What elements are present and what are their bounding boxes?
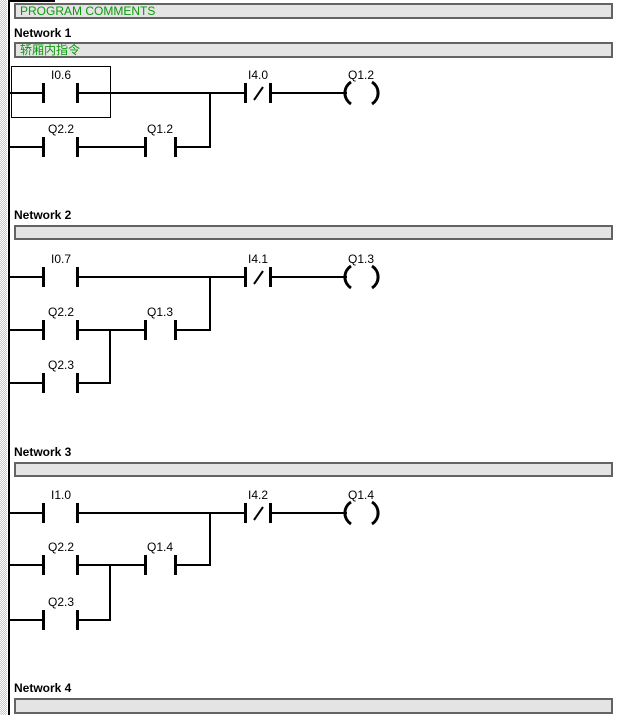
operand-label: Q1.3 [347, 252, 375, 266]
wire [272, 512, 347, 514]
network-3-ladder [9, 500, 380, 630]
no-contact-Q1.3[interactable] [144, 320, 177, 340]
no-contact-Q2.2[interactable] [42, 137, 79, 157]
wire [79, 92, 244, 94]
wire [79, 564, 144, 566]
network-4-title: Network 4 [14, 681, 72, 695]
wire [177, 564, 211, 566]
network-1-comment-text: 轿厢内指令 [20, 43, 81, 57]
nc-contact-I4.1[interactable] [244, 267, 272, 287]
wire [9, 619, 42, 621]
wire [9, 382, 42, 384]
coil-right-paren-icon [371, 500, 380, 526]
operand-label: I0.7 [50, 252, 72, 266]
operand-label: Q1.3 [146, 305, 174, 319]
operand-label: I4.0 [247, 68, 269, 82]
network-1-comment-bar[interactable]: 轿厢内指令 [14, 42, 613, 58]
operand-label: Q1.4 [347, 488, 375, 502]
no-contact-Q1.4[interactable] [144, 555, 177, 575]
network-1-title: Network 1 [14, 26, 72, 40]
wire [9, 329, 42, 331]
nc-slash-icon [253, 506, 264, 521]
scrolled-wire-stub [8, 0, 55, 2]
output-coil-Q1.2[interactable] [343, 80, 380, 106]
branch-junction-wire [109, 330, 111, 383]
operand-label: Q2.2 [47, 305, 75, 319]
no-contact-Q1.2[interactable] [144, 137, 177, 157]
operand-label: I4.2 [247, 488, 269, 502]
operand-label: Q1.4 [146, 540, 174, 554]
output-coil-Q1.4[interactable] [343, 500, 380, 526]
coil-right-paren-icon [371, 264, 380, 290]
branch-junction-wire [209, 513, 211, 565]
wire [9, 512, 42, 514]
page-margin-strip [0, 0, 7, 715]
operand-label: I1.0 [50, 488, 72, 502]
network-2-comment-bar[interactable] [14, 225, 613, 240]
operand-label: Q2.3 [47, 358, 75, 372]
nc-slash-icon [253, 270, 264, 285]
wire [79, 512, 244, 514]
operand-label: Q1.2 [347, 68, 375, 82]
program-comments-label: PROGRAM COMMENTS [20, 4, 156, 18]
no-contact-Q2.2[interactable] [42, 320, 79, 340]
wire [9, 146, 42, 148]
no-contact-I0.7[interactable] [42, 267, 79, 287]
branch-junction-wire [209, 93, 211, 147]
wire [9, 276, 42, 278]
wire [79, 146, 144, 148]
wire [177, 146, 211, 148]
no-contact-I0.6[interactable] [42, 83, 79, 103]
program-comments-bar[interactable]: PROGRAM COMMENTS [14, 3, 613, 19]
coil-left-paren-icon [343, 264, 352, 290]
operand-label: Q2.3 [47, 595, 75, 609]
network-2-ladder [9, 264, 380, 393]
network-2-title: Network 2 [14, 208, 72, 222]
network-3-comment-bar[interactable] [14, 462, 613, 477]
operand-label: Q2.2 [47, 122, 75, 136]
coil-right-paren-icon [371, 80, 380, 106]
no-contact-I1.0[interactable] [42, 503, 79, 523]
coil-left-paren-icon [343, 500, 352, 526]
wire [79, 329, 144, 331]
wire [79, 619, 111, 621]
no-contact-Q2.3[interactable] [42, 373, 79, 393]
nc-slash-icon [253, 86, 264, 101]
wire [272, 92, 347, 94]
operand-label: I4.1 [247, 252, 269, 266]
wire [272, 276, 347, 278]
wire [177, 329, 211, 331]
branch-junction-wire [109, 565, 111, 620]
network-1-ladder [9, 66, 380, 157]
wire [9, 92, 42, 94]
operand-label: Q2.2 [47, 540, 75, 554]
wire [79, 382, 111, 384]
no-contact-Q2.2[interactable] [42, 555, 79, 575]
output-coil-Q1.3[interactable] [343, 264, 380, 290]
branch-junction-wire [209, 277, 211, 330]
operand-label: I0.6 [50, 68, 72, 82]
operand-label: Q1.2 [146, 122, 174, 136]
network-4-comment-bar[interactable] [14, 698, 613, 714]
wire [9, 564, 42, 566]
wire [79, 276, 244, 278]
nc-contact-I4.0[interactable] [244, 83, 272, 103]
no-contact-Q2.3[interactable] [42, 610, 79, 630]
network-3-title: Network 3 [14, 445, 72, 459]
nc-contact-I4.2[interactable] [244, 503, 272, 523]
coil-left-paren-icon [343, 80, 352, 106]
left-power-rail [8, 0, 10, 715]
